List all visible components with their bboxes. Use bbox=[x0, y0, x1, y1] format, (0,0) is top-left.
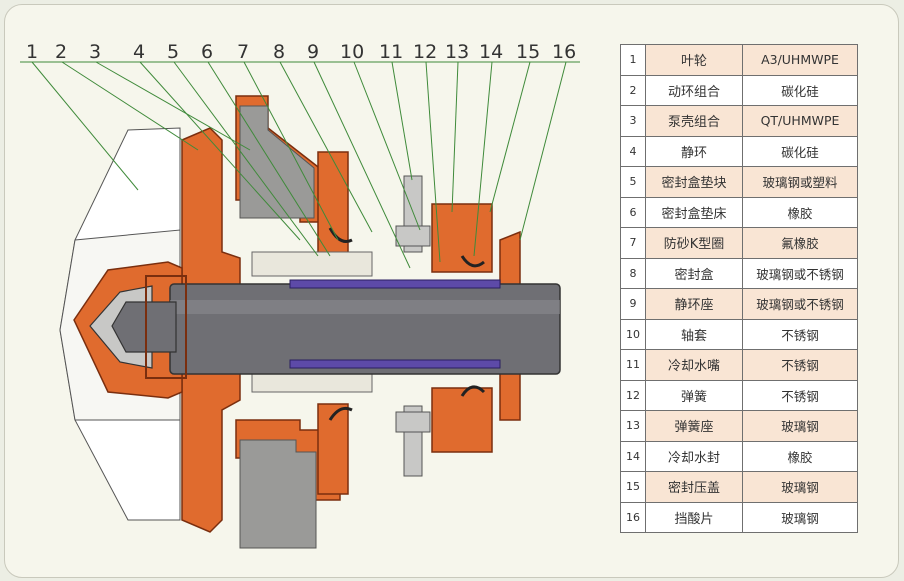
part-number: 9 bbox=[620, 288, 646, 320]
part-material: 不锈钢 bbox=[742, 379, 858, 411]
part-name: 泵壳组合 bbox=[645, 105, 743, 137]
part-number: 2 bbox=[620, 74, 646, 106]
part-number: 3 bbox=[620, 105, 646, 137]
pump-shaft bbox=[169, 279, 561, 375]
part-material: 碳化硅 bbox=[742, 74, 858, 106]
part-name: 静环座 bbox=[645, 288, 743, 320]
part-name: 弹簧 bbox=[645, 379, 743, 411]
part-material: 玻璃钢或不锈钢 bbox=[742, 257, 858, 289]
part-material: QT/UHMWPE bbox=[742, 105, 858, 137]
callout-16: 16 bbox=[552, 41, 576, 63]
part-name: 防砂K型圈 bbox=[645, 227, 743, 259]
part-material: 不锈钢 bbox=[742, 349, 858, 381]
callout-7: 7 bbox=[237, 41, 249, 63]
part-name: 动环组合 bbox=[645, 74, 743, 106]
part-number: 10 bbox=[620, 318, 646, 350]
part-number: 6 bbox=[620, 196, 646, 228]
part-name: 弹簧座 bbox=[645, 410, 743, 442]
leader-lines bbox=[20, 61, 580, 269]
part-name: 密封盒垫床 bbox=[645, 196, 743, 228]
part-number: 8 bbox=[620, 257, 646, 289]
part-name: 叶轮 bbox=[645, 44, 743, 76]
impeller-hub bbox=[89, 275, 187, 379]
callout-12: 12 bbox=[413, 41, 437, 63]
part-name: 轴套 bbox=[645, 318, 743, 350]
callout-numbers: 1 2 3 4 5 6 7 8 9 10 11 12 13 14 15 16 bbox=[26, 41, 576, 63]
part-material: 玻璃钢 bbox=[742, 410, 858, 442]
part-material: 橡胶 bbox=[742, 196, 858, 228]
part-number: 15 bbox=[620, 471, 646, 503]
part-number: 16 bbox=[620, 501, 646, 533]
part-number: 4 bbox=[620, 135, 646, 167]
callout-13: 13 bbox=[445, 41, 469, 63]
part-material: 玻璃钢或塑料 bbox=[742, 166, 858, 198]
part-name: 密封盒 bbox=[645, 257, 743, 289]
part-number: 7 bbox=[620, 227, 646, 259]
callout-5: 5 bbox=[167, 41, 179, 63]
part-material: 橡胶 bbox=[742, 440, 858, 472]
cooling-water-nozzle bbox=[395, 175, 431, 477]
callout-8: 8 bbox=[273, 41, 285, 63]
callout-6: 6 bbox=[201, 41, 213, 63]
part-number: 5 bbox=[620, 166, 646, 198]
callout-11: 11 bbox=[379, 41, 403, 63]
part-material: 玻璃钢 bbox=[742, 471, 858, 503]
part-number: 11 bbox=[620, 349, 646, 381]
part-name: 密封压盖 bbox=[645, 471, 743, 503]
callout-2: 2 bbox=[55, 41, 67, 63]
part-number: 1 bbox=[620, 44, 646, 76]
part-number: 14 bbox=[620, 440, 646, 472]
callout-3: 3 bbox=[89, 41, 101, 63]
callout-10: 10 bbox=[340, 41, 364, 63]
part-material: A3/UHMWPE bbox=[742, 44, 858, 76]
part-name: 静环 bbox=[645, 135, 743, 167]
part-name: 冷却水封 bbox=[645, 440, 743, 472]
part-name: 挡酸片 bbox=[645, 501, 743, 533]
callout-4: 4 bbox=[133, 41, 145, 63]
callout-9: 9 bbox=[307, 41, 319, 63]
part-name: 密封盒垫块 bbox=[645, 166, 743, 198]
bearing-housing bbox=[239, 105, 317, 549]
callout-1: 1 bbox=[26, 41, 38, 63]
k-type-rings bbox=[328, 227, 486, 421]
part-number: 12 bbox=[620, 379, 646, 411]
part-material: 玻璃钢或不锈钢 bbox=[742, 288, 858, 320]
pump-seal-cross-section: 1 2 3 4 5 6 7 8 9 10 11 12 13 14 15 16 bbox=[20, 41, 580, 549]
part-material: 氟橡胶 bbox=[742, 227, 858, 259]
part-material: 不锈钢 bbox=[742, 318, 858, 350]
part-name: 冷却水嘴 bbox=[645, 349, 743, 381]
part-number: 13 bbox=[620, 410, 646, 442]
part-material: 玻璃钢 bbox=[742, 501, 858, 533]
part-material: 碳化硅 bbox=[742, 135, 858, 167]
callout-14: 14 bbox=[479, 41, 503, 63]
callout-15: 15 bbox=[516, 41, 540, 63]
